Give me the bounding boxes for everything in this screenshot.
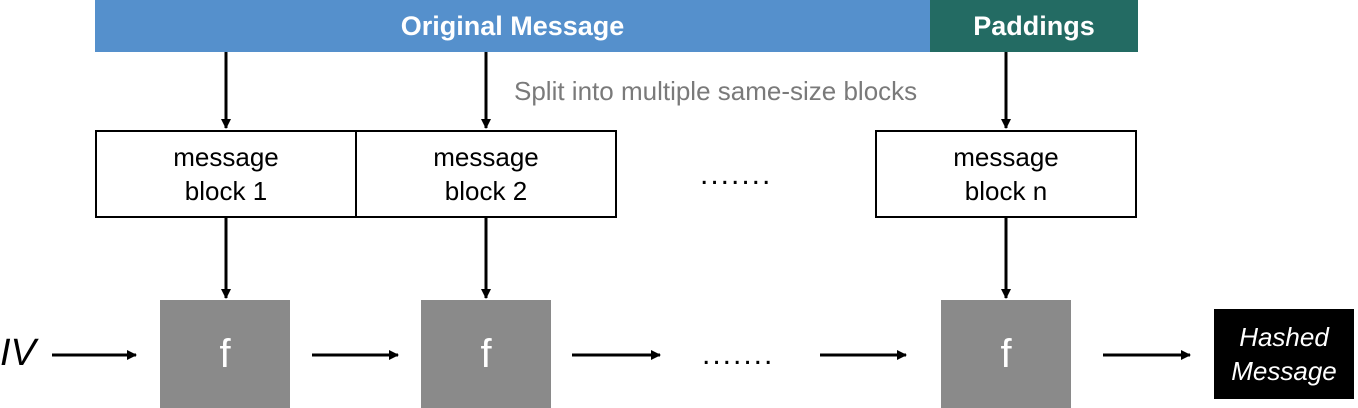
hashed-message-line2: Message — [1231, 356, 1337, 386]
hashed-message-box: Hashed Message — [1214, 309, 1354, 399]
message-block-2: message block 2 — [355, 130, 617, 218]
function-box-1: f — [160, 300, 290, 408]
message-block-1-line1: message — [173, 142, 279, 172]
function-box-1-label: f — [219, 331, 231, 376]
paddings-bar: Paddings — [930, 0, 1138, 52]
iv-label: IV — [0, 332, 36, 374]
message-block-2-line2: block 2 — [444, 176, 528, 206]
message-block-1-line2: block 1 — [184, 176, 268, 206]
message-block-n-line1: message — [953, 142, 1059, 172]
function-box-2-label: f — [480, 331, 492, 376]
function-ellipsis: ....... — [702, 338, 775, 371]
message-block-n-line2: block n — [964, 176, 1048, 206]
paddings-label: Paddings — [973, 10, 1095, 41]
message-block-2-line1: message — [433, 142, 539, 172]
function-box-n: f — [941, 300, 1071, 408]
original-message-bar: Original Message — [95, 0, 930, 52]
hashed-message-line1: Hashed — [1239, 322, 1329, 352]
split-note: Split into multiple same-size blocks — [514, 76, 918, 106]
message-block-n: message block n — [875, 130, 1137, 218]
message-block-1: message block 1 — [95, 130, 357, 218]
function-box-2: f — [421, 300, 551, 408]
original-message-label: Original Message — [400, 10, 625, 41]
block-ellipsis: ....... — [700, 158, 773, 191]
function-box-n-label: f — [1000, 331, 1012, 376]
